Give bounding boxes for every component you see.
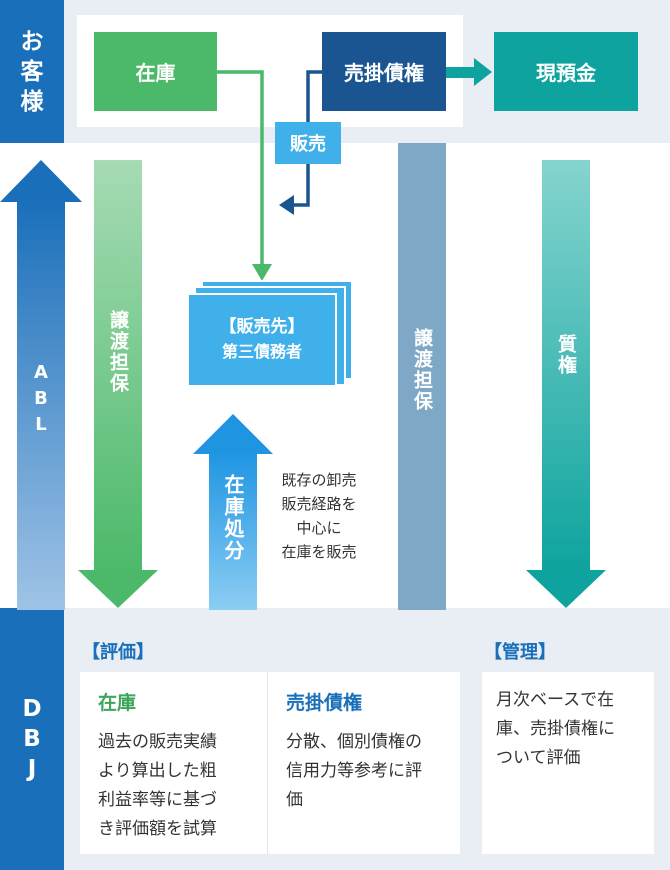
- steel-collateral-bar: [398, 143, 446, 610]
- mgmt-heading: 【管理】: [484, 642, 556, 663]
- receivables-box: 売掛債権: [322, 32, 446, 111]
- eval-heading: 【評価】: [82, 642, 154, 663]
- inventory-box: 在庫: [94, 32, 217, 111]
- buyer-subtitle: 第三債務者: [221, 342, 302, 361]
- disposal-arrow: [193, 414, 273, 610]
- eval-panel: 在庫 過去の販売実績 より算出した粗 利益率等に基づ き評価額を試算 売掛債権 …: [80, 672, 460, 854]
- disposal-note: 既存の卸売 販売経路を 中心に 在庫を販売: [281, 471, 357, 561]
- eval-divider: [267, 672, 268, 854]
- disposal-label: 在庫処分: [221, 474, 245, 562]
- pledge-arrow: [526, 160, 606, 608]
- mgmt-panel: 月次ベースで在 庫、売掛債権に ついて評価: [482, 672, 654, 854]
- eval-receivable-title: 売掛債権: [286, 692, 363, 714]
- eval-inventory-title: 在庫: [98, 692, 137, 714]
- pledge-label: 質権: [555, 334, 577, 376]
- buyer-box: 【販売先】 第三債務者: [187, 293, 337, 387]
- eval-receivable-text: 分散、個別債権の 信用力等参考に評 価: [286, 732, 422, 810]
- cash-arrow: [446, 58, 492, 86]
- eval-inventory-text: 過去の販売実績 より算出した粗 利益率等に基づ き評価額を試算: [98, 732, 217, 839]
- green-collateral-label: 譲渡担保: [107, 310, 129, 394]
- cash-box: 現預金: [494, 32, 638, 111]
- mgmt-text: 月次ベースで在 庫、売掛債権に ついて評価: [496, 690, 615, 768]
- buyer-title: 【販売先】: [219, 317, 305, 337]
- green-collateral-arrow: [78, 160, 158, 608]
- steel-collateral-label: 譲渡担保: [411, 328, 433, 412]
- inventory-to-buyer-line: [217, 70, 264, 266]
- abl-arrow: [0, 160, 82, 610]
- customer-label: お客様: [0, 0, 64, 143]
- sales-label: 販売: [275, 122, 341, 164]
